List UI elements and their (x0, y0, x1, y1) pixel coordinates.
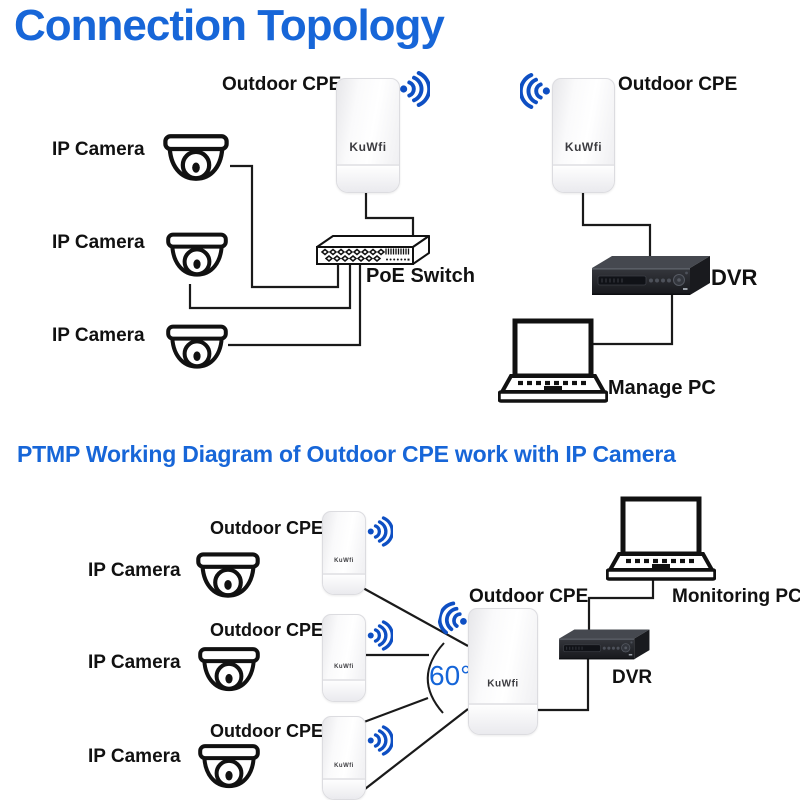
outdoor-cpe-device-r2: KuWfi (322, 614, 366, 702)
wire-cam2-to-switch (188, 263, 352, 310)
dvr-icon-2 (556, 627, 651, 661)
outdoor-cpe-label-r1: Outdoor CPE (210, 518, 323, 538)
outdoor-cpe-device-central: KuWfi (468, 608, 538, 735)
kuwfi-logo: KuWfi (564, 139, 603, 154)
dome-camera-icon-r2 (197, 645, 261, 698)
beam-angle-arc (426, 642, 445, 714)
wire-remotecpe3-link-upper (363, 696, 429, 724)
section-title-ptmp: PTMP Working Diagram of Outdoor CPE work… (17, 441, 676, 467)
dome-camera-icon-3 (165, 322, 229, 376)
laptop-icon-manage (498, 318, 608, 404)
dome-camera-icon-r1 (195, 551, 261, 604)
wire-dvr2-to-centralcpe (537, 659, 590, 712)
kuwfi-logo: KuWfi (334, 663, 354, 670)
wifi-signal-icon (520, 72, 552, 110)
wire-monitorpc-to-dvr2 (587, 578, 655, 635)
ip-camera-label-3: IP Camera (52, 325, 145, 346)
page-title: Connection Topology (14, 1, 445, 50)
outdoor-cpe-label-r3: Outdoor CPE (210, 721, 323, 741)
poe-switch-label: PoE Switch (366, 265, 475, 287)
manage-pc-label: Manage PC (608, 377, 716, 399)
wifi-signal-icon (366, 724, 393, 757)
kuwfi-logo: KuWfi (349, 139, 387, 154)
kuwfi-logo: KuWfi (487, 678, 519, 690)
outdoor-cpe-label-central: Outdoor CPE (469, 586, 589, 607)
ip-camera-label-r2: IP Camera (88, 652, 181, 673)
dvr-label-1: DVR (711, 265, 758, 290)
beam-angle-label: 60° (429, 660, 472, 691)
laptop-icon-monitoring (606, 496, 716, 582)
dome-camera-icon-r3 (197, 742, 261, 795)
ip-camera-label-r1: IP Camera (88, 560, 181, 581)
dvr-label-2: DVR (612, 667, 653, 688)
wire-cpe1-to-switch (364, 192, 415, 236)
outdoor-cpe-device-2: KuWfi (552, 78, 615, 193)
monitoring-pc-label: Monitoring PC (672, 586, 800, 607)
outdoor-cpe-label-top-left: Outdoor CPE (222, 74, 342, 95)
wire-remotecpe3-link-lower (364, 708, 469, 790)
wire-cam1-to-switch (230, 164, 340, 289)
dome-camera-icon-2 (165, 230, 229, 284)
outdoor-cpe-device-r3: KuWfi (322, 716, 366, 800)
dome-camera-icon-1 (162, 133, 230, 187)
kuwfi-logo: KuWfi (334, 558, 354, 565)
kuwfi-logo: KuWfi (334, 763, 354, 770)
outdoor-cpe-device-r1: KuWfi (322, 511, 366, 595)
wifi-signal-icon (366, 515, 393, 548)
wifi-signal-icon (366, 619, 393, 652)
outdoor-cpe-label-top-right: Outdoor CPE (618, 74, 738, 95)
wire-cam3-to-switch (228, 263, 362, 347)
ip-camera-label-2: IP Camera (52, 232, 145, 253)
ip-camera-label-r3: IP Camera (88, 746, 181, 767)
outdoor-cpe-device-1: KuWfi (336, 78, 400, 193)
poe-switch-icon (313, 234, 433, 266)
wire-remotecpe1-link (362, 587, 469, 647)
wire-cpe2-to-dvr (581, 192, 652, 258)
wire-dvr-to-managepc (593, 295, 674, 346)
ip-camera-label-1: IP Camera (52, 139, 145, 160)
wifi-signal-icon (398, 70, 430, 108)
outdoor-cpe-label-r2: Outdoor CPE (210, 620, 323, 640)
dvr-icon-1 (588, 253, 712, 297)
